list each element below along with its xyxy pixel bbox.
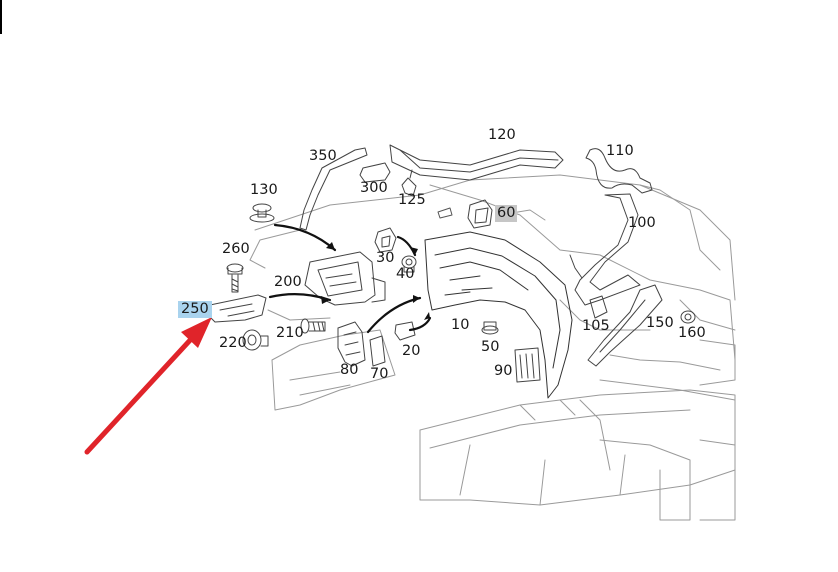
part-200-shape (304, 251, 386, 306)
leader-arrowheads (321, 242, 430, 320)
part-210-shape (300, 318, 326, 334)
part-20-shape (394, 321, 416, 341)
part-300-shape (359, 162, 391, 183)
part-110-shape (585, 148, 653, 194)
part-260-shape (226, 263, 244, 293)
part-label-50[interactable]: 50 (481, 339, 500, 355)
part-label-350[interactable]: 350 (309, 148, 337, 164)
part-105-shape (589, 295, 608, 319)
part-label-110[interactable]: 110 (606, 143, 634, 159)
part-220-shape (242, 329, 269, 351)
leader-arrow-130 (273, 223, 337, 252)
part-label-210[interactable]: 210 (276, 325, 304, 341)
red-indicator-arrow (84, 317, 212, 455)
part-label-40[interactable]: 40 (396, 266, 415, 282)
part-label-150[interactable]: 150 (646, 315, 674, 331)
part-50-shape (481, 321, 499, 335)
part-250-shape (207, 294, 267, 323)
part-label-220[interactable]: 220 (219, 335, 247, 351)
part-label-125[interactable]: 125 (398, 192, 426, 208)
part-150-shape (587, 284, 663, 367)
left-edge-mark (0, 0, 2, 34)
part-120-shape (389, 144, 564, 181)
part-80-shape (337, 321, 366, 367)
part-160-shape (680, 310, 696, 324)
part-label-300[interactable]: 300 (360, 180, 388, 196)
part-label-200[interactable]: 200 (274, 274, 302, 290)
part-label-20[interactable]: 20 (402, 343, 421, 359)
part-label-60[interactable]: 60 (495, 205, 518, 222)
part-label-260[interactable]: 260 (222, 241, 250, 257)
part-label-80[interactable]: 80 (340, 362, 359, 378)
part-label-30[interactable]: 30 (376, 250, 395, 266)
part-350-shape (299, 147, 368, 231)
part-label-250[interactable]: 250 (178, 301, 212, 318)
part-10-shape (424, 231, 573, 399)
part-130-shape (249, 203, 275, 223)
part-40-shape (401, 255, 417, 273)
part-label-130[interactable]: 130 (250, 182, 278, 198)
body-structure-outline (249, 174, 736, 521)
part-100-shape (569, 193, 641, 306)
part-label-90[interactable]: 90 (494, 363, 513, 379)
part-label-100[interactable]: 100 (628, 215, 656, 231)
part-label-10[interactable]: 10 (451, 317, 470, 333)
part-label-70[interactable]: 70 (370, 366, 389, 382)
leader-arrow-30 (396, 235, 417, 257)
part-70-shape (369, 335, 386, 367)
part-90-shape (514, 347, 541, 383)
part-125-shape (401, 169, 417, 197)
leader-arrow-20 (408, 316, 432, 332)
part-label-105[interactable]: 105 (582, 318, 610, 334)
leader-arrow-80 (366, 296, 422, 334)
part-label-120[interactable]: 120 (488, 127, 516, 143)
leader-arrow-250 (268, 293, 332, 302)
part-30-shape (374, 227, 397, 253)
part-60-shape (467, 199, 493, 229)
part-label-160[interactable]: 160 (678, 325, 706, 341)
